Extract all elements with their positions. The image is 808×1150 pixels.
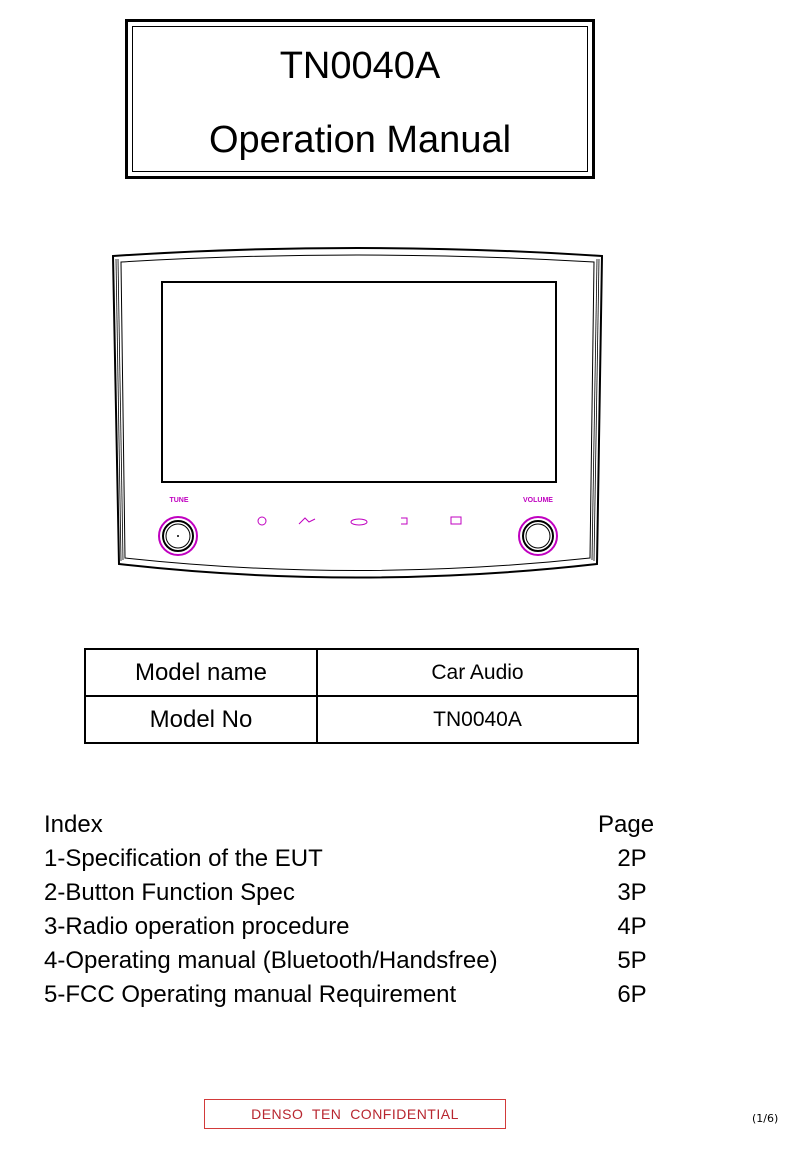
index-item: 3-Radio operation procedure 4P: [44, 910, 664, 944]
index-item: 4-Operating manual (Bluetooth/Handsfree)…: [44, 944, 664, 978]
model-name-value: Car Audio: [316, 648, 639, 697]
index-item-page: 6P: [617, 981, 647, 1008]
right-side-shading: [591, 258, 603, 563]
tune-knob[interactable]: [158, 516, 198, 556]
index-section: Index Page 1-Specification of the EUT 2P…: [44, 808, 664, 1012]
volume-label: VOLUME: [523, 497, 553, 504]
table-row: Model name Car Audio: [84, 648, 639, 697]
left-side-shading: [112, 258, 124, 563]
index-item: 1-Specification of the EUT 2P: [44, 842, 664, 876]
index-item-label: 1-Specification of the EUT: [44, 845, 323, 872]
power-button-icon[interactable]: [257, 516, 267, 526]
index-heading: Index: [44, 811, 103, 838]
index-item: 5-FCC Operating manual Requirement 6P: [44, 978, 664, 1012]
model-name-label: Model name: [84, 648, 318, 697]
title-box-inner-frame: [132, 26, 588, 172]
index-item-page: 5P: [617, 947, 647, 974]
tune-label: TUNE: [169, 497, 188, 504]
document-subtitle: Operation Manual: [208, 119, 512, 161]
document-model-title: TN0040A: [279, 45, 441, 87]
volume-knob[interactable]: [518, 516, 558, 556]
index-item-label: 3-Radio operation procedure: [44, 913, 350, 940]
index-item-label: 2-Button Function Spec: [44, 879, 295, 906]
page-number: (1/6): [752, 1112, 779, 1125]
page-heading: Page: [598, 811, 655, 838]
display-screen: [161, 281, 557, 483]
model-no-label: Model No: [84, 695, 318, 744]
back-button-icon[interactable]: [401, 517, 408, 525]
index-item-page: 3P: [617, 879, 647, 906]
unit-inner-bezel: [120, 254, 595, 571]
car-audio-unit-drawing: TUNE VOLUME: [111, 247, 604, 579]
table-row: Model No TN0040A: [84, 695, 639, 744]
index-item-label: 5-FCC Operating manual Requirement: [44, 981, 457, 1008]
index-item-label: 4-Operating manual (Bluetooth/Handsfree): [44, 947, 498, 974]
model-no-value: TN0040A: [316, 695, 639, 744]
index-item: 2-Button Function Spec 3P: [44, 876, 664, 910]
index-item-page: 4P: [617, 913, 647, 940]
confidential-stamp: DENSO TEN CONFIDENTIAL: [204, 1099, 506, 1129]
index-header: Index Page: [44, 808, 664, 842]
car-button-icon[interactable]: [450, 516, 462, 525]
index-item-page: 2P: [617, 845, 647, 872]
title-box: TN0040A Operation Manual: [125, 19, 595, 179]
home-button-icon[interactable]: [350, 518, 368, 526]
navigation-button-icon[interactable]: [298, 517, 316, 525]
model-info-table: Model name Car Audio Model No TN0040A: [84, 648, 639, 744]
